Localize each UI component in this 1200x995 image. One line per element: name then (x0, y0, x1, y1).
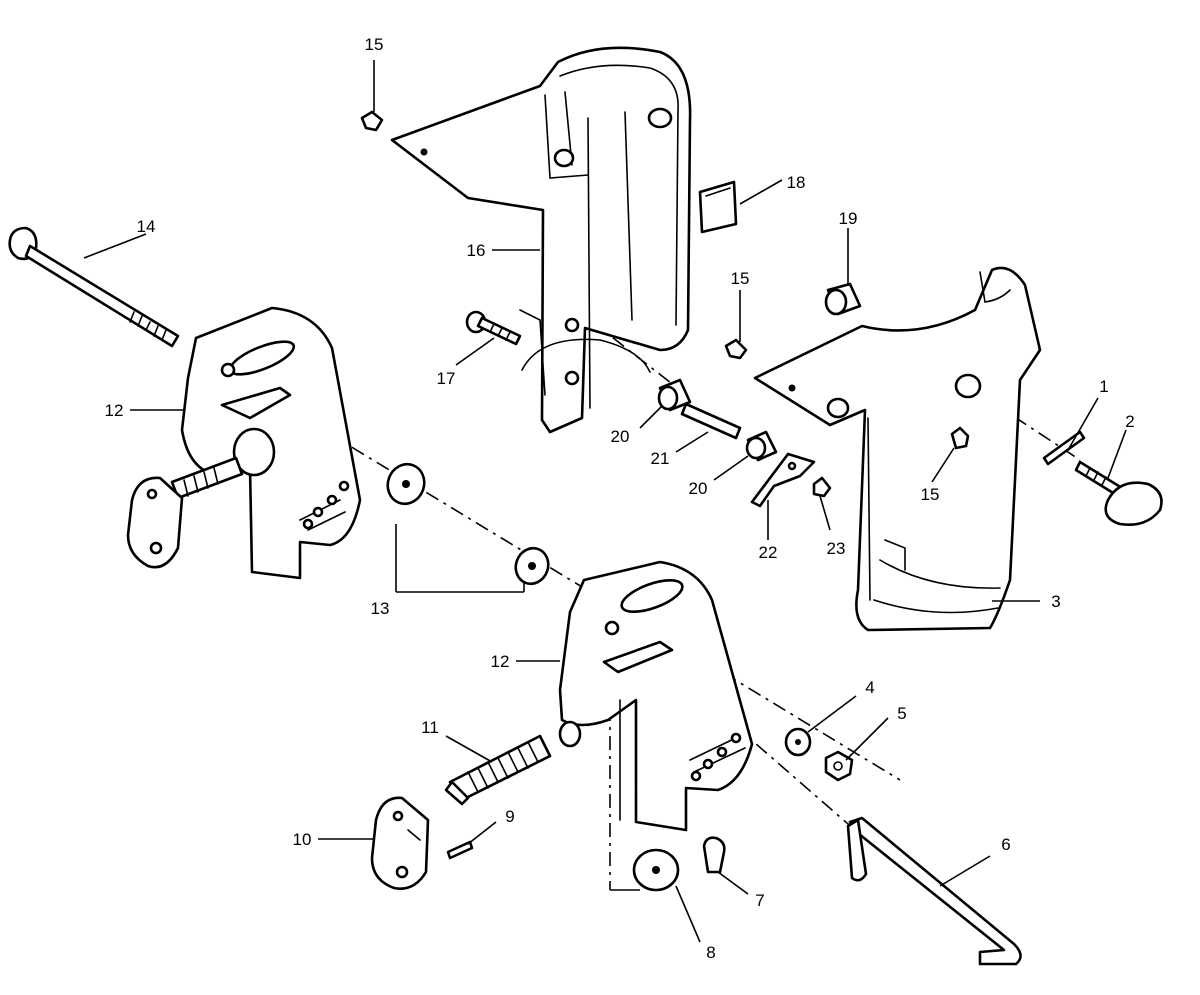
callout-20-upper: 20 (611, 427, 630, 446)
lever-nut (750, 452, 832, 508)
callout-7: 7 (755, 891, 764, 910)
washer-nut (784, 727, 854, 782)
clamp-pad (370, 796, 430, 890)
callout-16: 16 (467, 241, 486, 260)
left-clamp-screw (126, 456, 244, 569)
bolt-17 (465, 310, 522, 346)
callout-23: 23 (827, 539, 846, 558)
spring-pin (1042, 430, 1086, 466)
callout-3: 3 (1051, 592, 1060, 611)
callout-6: 6 (1001, 835, 1010, 854)
tilt-pin (846, 816, 1022, 966)
callout-labels: 1 2 3 4 5 6 7 8 9 10 11 12 12 13 14 15 1… (105, 35, 1135, 962)
callout-10: 10 (293, 830, 312, 849)
callout-8: 8 (706, 943, 715, 962)
washers (386, 462, 550, 586)
callout-4: 4 (865, 678, 874, 697)
callout-21: 21 (651, 449, 670, 468)
callout-1: 1 (1099, 377, 1108, 396)
callout-22: 22 (759, 543, 778, 562)
callout-9: 9 (505, 807, 514, 826)
callout-14: 14 (137, 217, 156, 236)
pad (698, 180, 738, 234)
callout-18: 18 (787, 173, 806, 192)
callout-12-center: 12 (491, 652, 510, 671)
callout-11: 11 (421, 718, 439, 737)
callout-20-lower: 20 (689, 479, 708, 498)
pin (446, 840, 474, 860)
screw-washer (632, 836, 726, 892)
thumb-screw (1074, 460, 1163, 526)
clamp-screw (444, 734, 552, 806)
callout-5: 5 (897, 704, 906, 723)
bushing (824, 282, 862, 316)
swivel-bracket (390, 46, 692, 434)
callout-12-left: 12 (105, 401, 124, 420)
callout-15-right: 15 (921, 485, 940, 504)
clamp-bracket-left (180, 306, 362, 580)
clamp-bracket-center (558, 560, 754, 832)
screws-15 (360, 110, 970, 450)
callout-19: 19 (839, 209, 858, 228)
callout-2: 2 (1125, 412, 1134, 431)
swivel-housing (753, 266, 1042, 632)
callout-15-top: 15 (365, 35, 384, 54)
callout-15-mid: 15 (731, 269, 750, 288)
callout-17: 17 (437, 369, 456, 388)
spacers-and-pin (657, 378, 778, 462)
leader-lines (83, 60, 1127, 943)
callout-13: 13 (371, 599, 390, 618)
long-bolt (8, 226, 180, 348)
